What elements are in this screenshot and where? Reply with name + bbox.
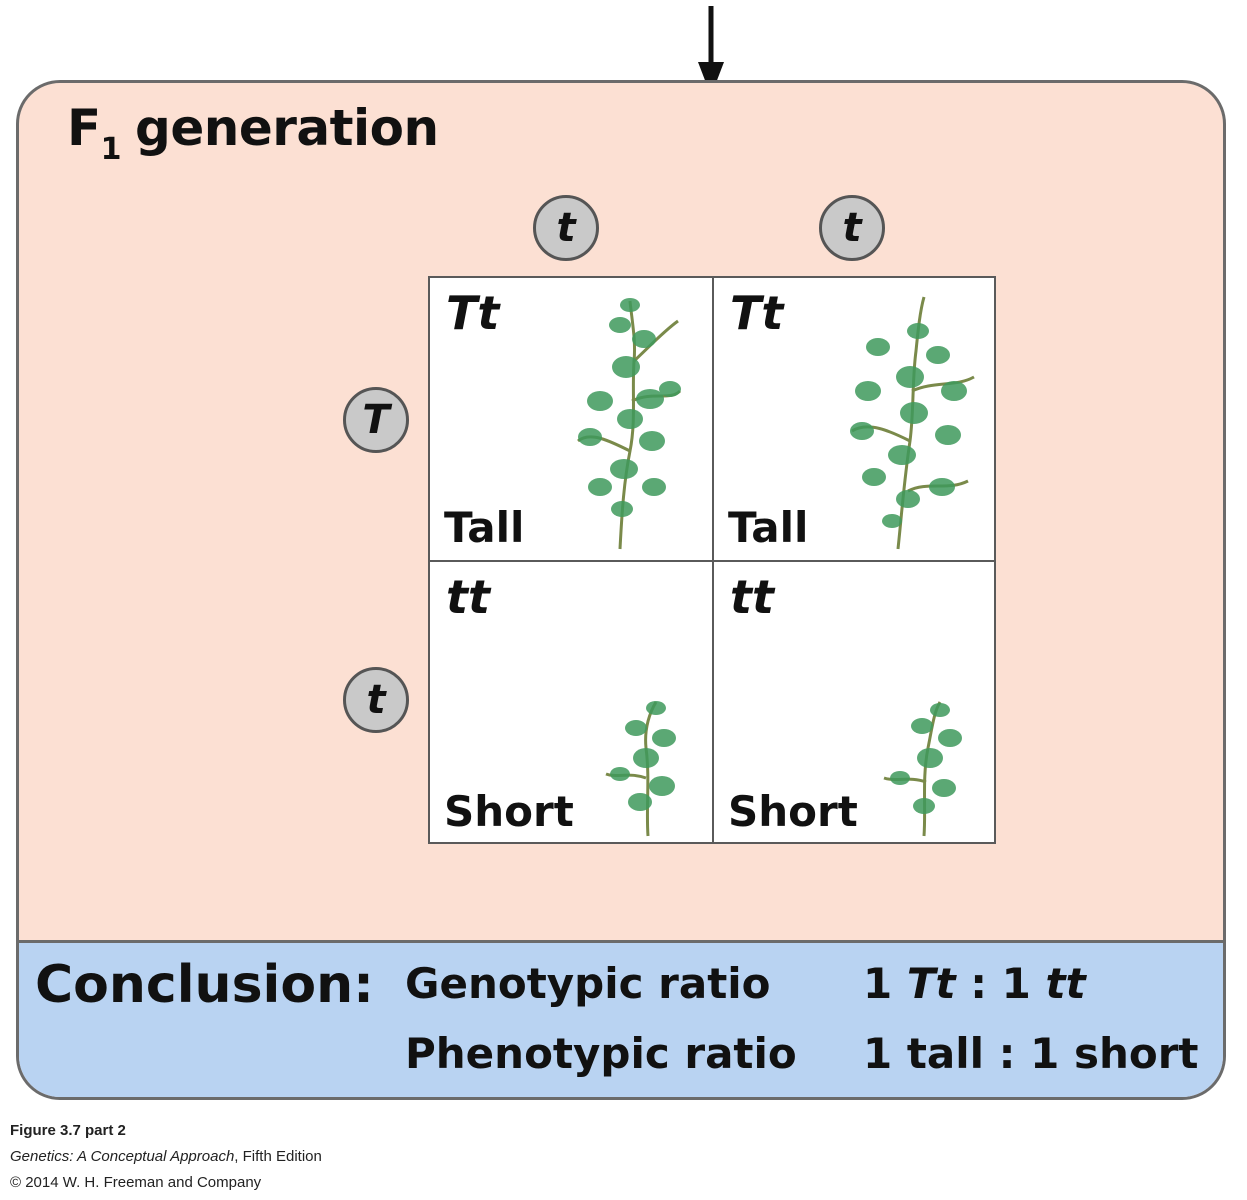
punnett-cell: Tt Tall [430,278,712,560]
allele-left-1: T [343,387,409,453]
punnett-cell: tt Short [714,562,996,844]
down-arrow-icon [698,6,724,96]
allele-left-2: t [343,667,409,733]
book-title: Genetics: A Conceptual Approach [10,1148,235,1165]
short-plant-icon [605,701,676,837]
short-plant-icon [883,701,962,837]
tall-plant-icon [577,298,682,550]
phenotype-label: Short [444,787,574,836]
genotype-label: Tt [730,286,784,340]
phenotypic-ratio-label: Phenotypic ratio [405,1029,797,1078]
title-letter: F [67,99,101,157]
ratio-count: 1 [863,959,893,1008]
title-text: generation [135,99,439,157]
title-subscript: 1 [100,132,122,167]
conclusion-label: Conclusion: [35,955,374,1015]
panel-title: F1 generation [67,99,439,167]
phenotype-label: Tall [444,503,525,552]
book-citation: Genetics: A Conceptual Approach, Fifth E… [10,1148,322,1165]
genotype-label: tt [446,570,490,624]
ratio-genotype: Tt [906,959,956,1008]
allele-top-1: t [533,195,599,261]
ratio-count: 1 [1001,959,1031,1008]
punnett-cell: Tt Tall [714,278,996,560]
genotype-label: Tt [446,286,500,340]
tall-plant-icon [850,296,975,550]
phenotype-label: Tall [728,503,809,552]
genotypic-ratio-label: Genotypic ratio [405,959,771,1008]
phenotype-label: Short [728,787,858,836]
book-edition: , Fifth Edition [234,1148,322,1165]
genotype-label: tt [730,570,774,624]
punnett-cell: tt Short [430,562,712,844]
ratio-separator: : [970,959,988,1008]
ratio-genotype: tt [1045,959,1086,1008]
copyright-line: © 2014 W. H. Freeman and Company [10,1174,262,1191]
genotypic-ratio-value: 1 Tt : 1 tt [863,959,1086,1008]
conclusion-band: Conclusion: Genotypic ratio 1 Tt : 1 tt … [19,940,1223,1097]
allele-top-2: t [819,195,885,261]
punnett-square: Tt Tall [428,276,996,844]
figure-label: Figure 3.7 part 2 [10,1122,126,1139]
phenotypic-ratio-value: 1 tall : 1 short [863,1029,1199,1078]
